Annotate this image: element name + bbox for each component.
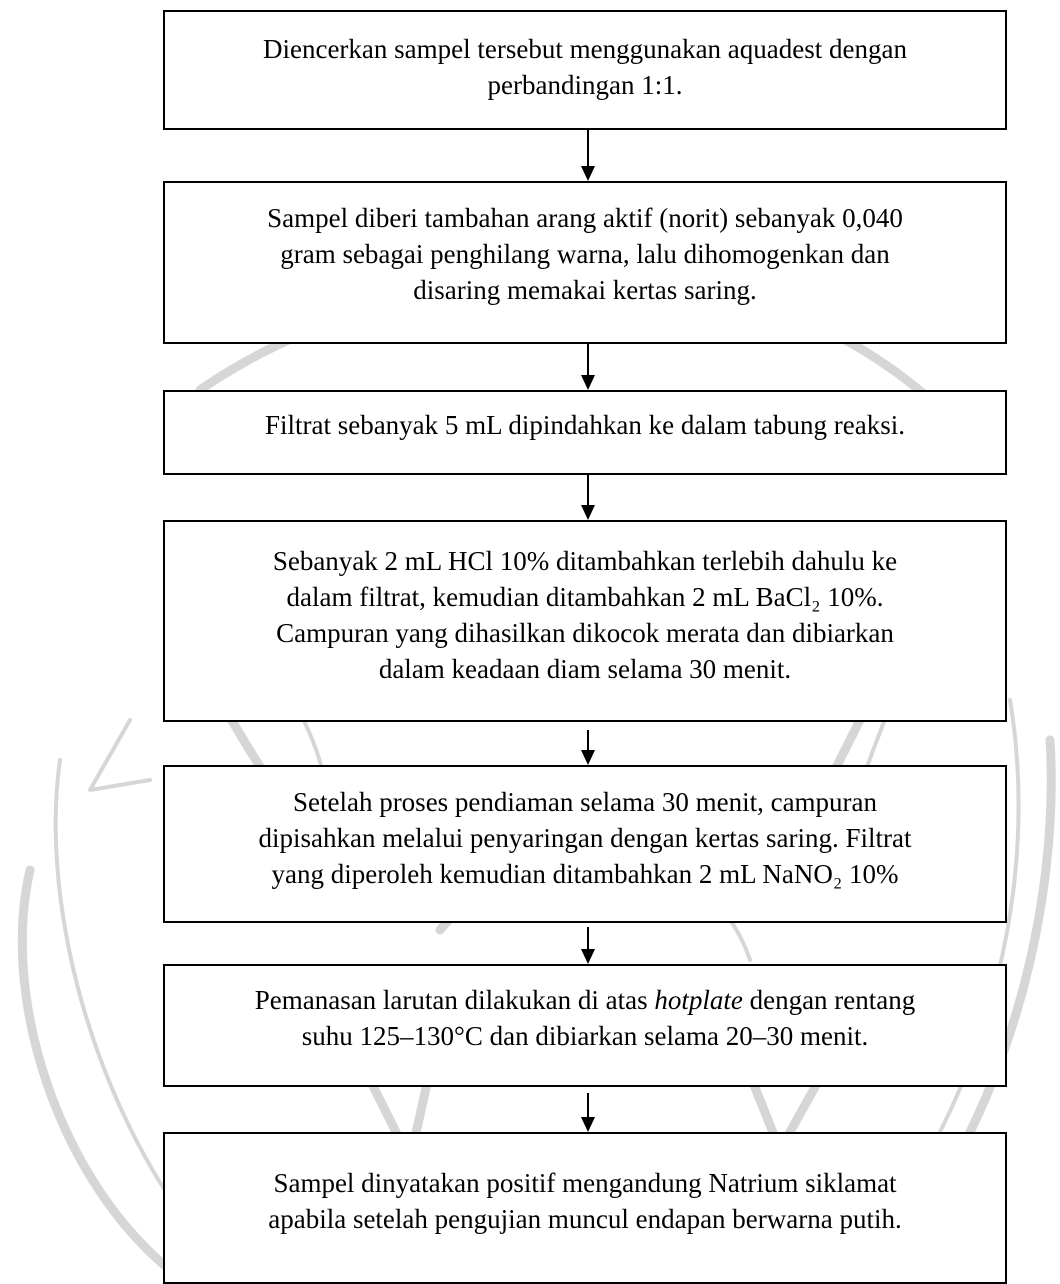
step-4-text: Sebanyak 2 mL HCl 10% ditambahkan terleb… (272, 546, 898, 684)
step-2-text: Sampel diberi tambahan arang aktif (nori… (267, 202, 903, 305)
flowchart-step-5: Setelah proses pendiaman selama 30 menit… (163, 765, 1007, 923)
step-6-text: Pemanasan larutan dilakukan di atas hotp… (165, 982, 1005, 1070)
step-3-text: Filtrat sebanyak 5 mL dipindahkan ke dal… (264, 410, 906, 440)
flowchart-step-1: Diencerkan sampel tersebut menggunakan a… (163, 10, 1007, 130)
flowchart-step-7: Sampel dinyatakan positif mengandung Nat… (163, 1132, 1007, 1284)
step-7-text: Sampel dinyatakan positif mengandung Nat… (268, 1168, 902, 1234)
arrow-step-1-to-2 (581, 130, 595, 181)
flowchart-step-2: Sampel diberi tambahan arang aktif (nori… (163, 181, 1007, 344)
flowchart-step-6: Pemanasan larutan dilakukan di atas hotp… (163, 964, 1007, 1087)
arrow-step-6-to-7 (581, 1093, 595, 1132)
step-6-text-italic: hotplate (654, 984, 743, 1015)
arrow-step-5-to-6 (581, 927, 595, 964)
step-1-text: Diencerkan sampel tersebut menggunakan a… (262, 34, 907, 100)
flowchart-step-3: Filtrat sebanyak 5 mL dipindahkan ke dal… (163, 390, 1007, 475)
flowchart-step-4: Sebanyak 2 mL HCl 10% ditambahkan terleb… (163, 520, 1007, 722)
arrow-step-3-to-4 (581, 475, 595, 520)
step-5-text: Setelah proses pendiaman selama 30 menit… (258, 787, 912, 889)
arrow-step-4-to-5 (581, 730, 595, 765)
arrow-step-2-to-3 (581, 344, 595, 390)
step-6-text-before: Pemanasan larutan dilakukan di atas (254, 984, 655, 1015)
step-6-text-after: dengan rentang suhu 125–130°C dan dibiar… (301, 984, 916, 1051)
